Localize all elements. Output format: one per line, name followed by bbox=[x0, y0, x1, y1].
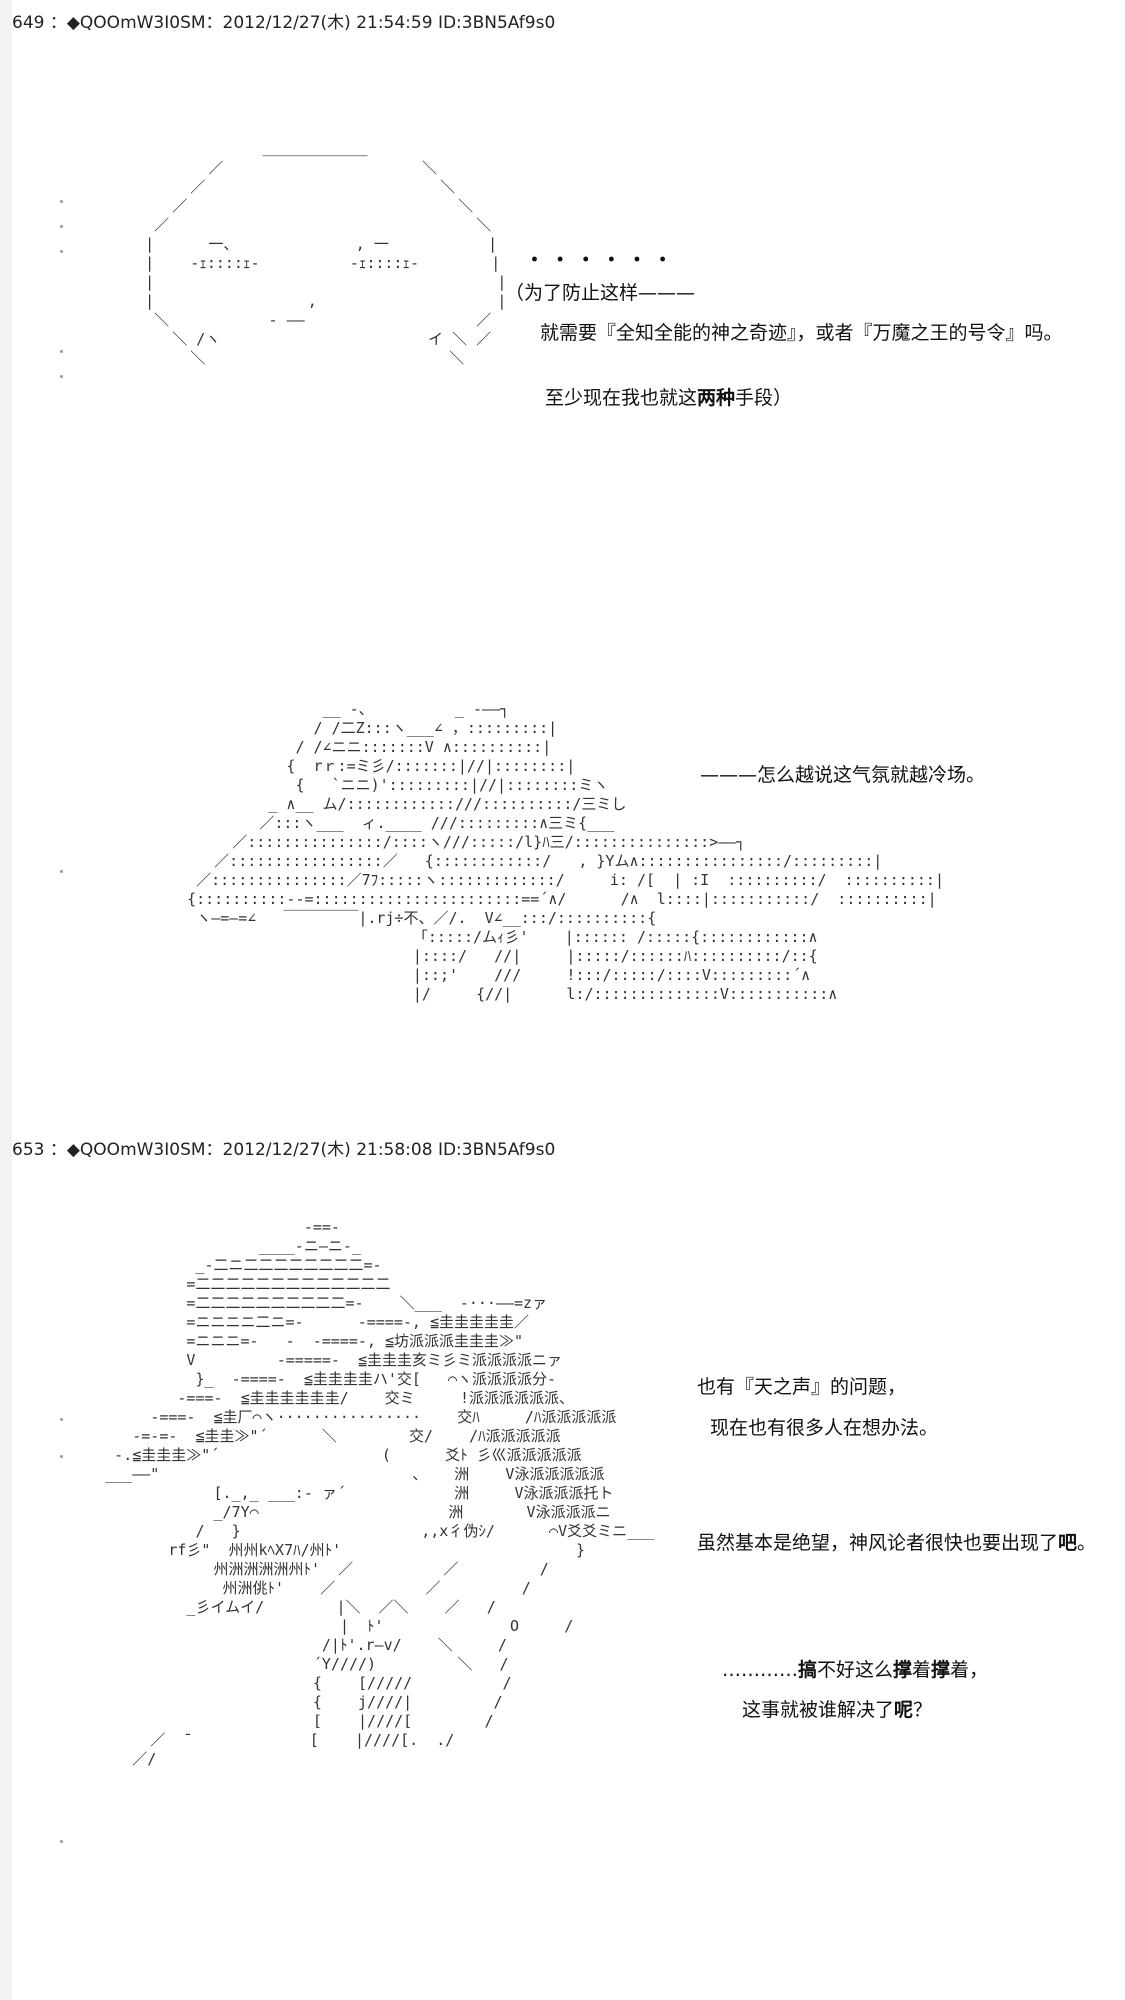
margin-dot bbox=[60, 200, 63, 203]
speech-emphasis: 吧 bbox=[1058, 1532, 1078, 1554]
speech-line: 现在也有很多人在想办法。 bbox=[710, 1417, 939, 1439]
speech-line: （为了防止这样——— bbox=[505, 282, 696, 304]
ascii-art-face: ＿＿＿＿＿＿＿ ／ ＼ ／ ＼ ／ ＼ ／ ＼ | 一、 , 一 bbox=[145, 140, 507, 367]
ascii-art-figure-hat: -==- ____-ニ—ニ-_ _-二ニ二二二二二二二二=- =二二二二二二二二… bbox=[105, 1218, 655, 1768]
margin-dot bbox=[60, 225, 63, 228]
speech-emphasis: 呢 bbox=[894, 1699, 914, 1721]
speech-text: 着 bbox=[912, 1659, 932, 1681]
margin-dot bbox=[60, 375, 63, 378]
post-header: 653 ：◆QOOmW3I0SM：2012/12/27(木) 21:58:08 … bbox=[12, 1140, 556, 1160]
speech-line: 也有『天之声』的问题， bbox=[697, 1376, 907, 1398]
speech-emphasis: 撑 bbox=[893, 1659, 913, 1681]
speech-text: ？ bbox=[913, 1699, 933, 1721]
speech-line: 这事就被谁解决了呢？ bbox=[742, 1695, 932, 1722]
speech-text: 手段） bbox=[735, 387, 793, 409]
speech-line: 虽然基本是绝望，神风论者很快也要出现了吧。 bbox=[697, 1528, 1096, 1555]
margin-dot bbox=[60, 250, 63, 253]
speech-text: 着， bbox=[950, 1659, 989, 1681]
ascii-art-figure: __ -、 _ -——┐ / /二Z:::ヽ___∠ ，:::::::::| /… bbox=[187, 700, 944, 1003]
margin-dot bbox=[60, 1418, 63, 1421]
speech-line: 就需要『全知全能的神之奇迹』，或者『万魔之王的号令』吗。 bbox=[540, 322, 1063, 344]
speech-text: 至少现在我也就这 bbox=[545, 387, 698, 409]
speech-line: ———怎么越说这气氛就越冷场。 bbox=[700, 764, 986, 786]
speech-text: 这事就被谁解决了 bbox=[742, 1699, 895, 1721]
speech-emphasis: 撑 bbox=[931, 1659, 951, 1681]
speech-line: …………搞不好这么撑着撑着， bbox=[722, 1655, 988, 1682]
margin-dot bbox=[60, 1455, 63, 1458]
speech-text: ………… bbox=[722, 1659, 798, 1681]
margin-dot bbox=[60, 350, 63, 353]
margin-dot bbox=[60, 870, 63, 873]
post-header: 649 ：◆QOOmW3I0SM：2012/12/27(木) 21:54:59 … bbox=[12, 13, 556, 33]
speech-text: 不好这么 bbox=[817, 1659, 894, 1681]
speech-emphasis: 搞 bbox=[798, 1659, 818, 1681]
speech-emphasis: 两种 bbox=[697, 387, 736, 409]
speech-ellipsis: ・ ・ ・ ・ ・ ・ bbox=[525, 249, 673, 271]
speech-line: 至少现在我也就这两种手段） bbox=[545, 383, 792, 410]
left-margin-strip bbox=[0, 0, 12, 2000]
margin-dot bbox=[60, 1840, 63, 1843]
speech-text: 。 bbox=[1077, 1532, 1097, 1554]
speech-text: 虽然基本是绝望，神风论者很快也要出现了 bbox=[697, 1532, 1059, 1554]
